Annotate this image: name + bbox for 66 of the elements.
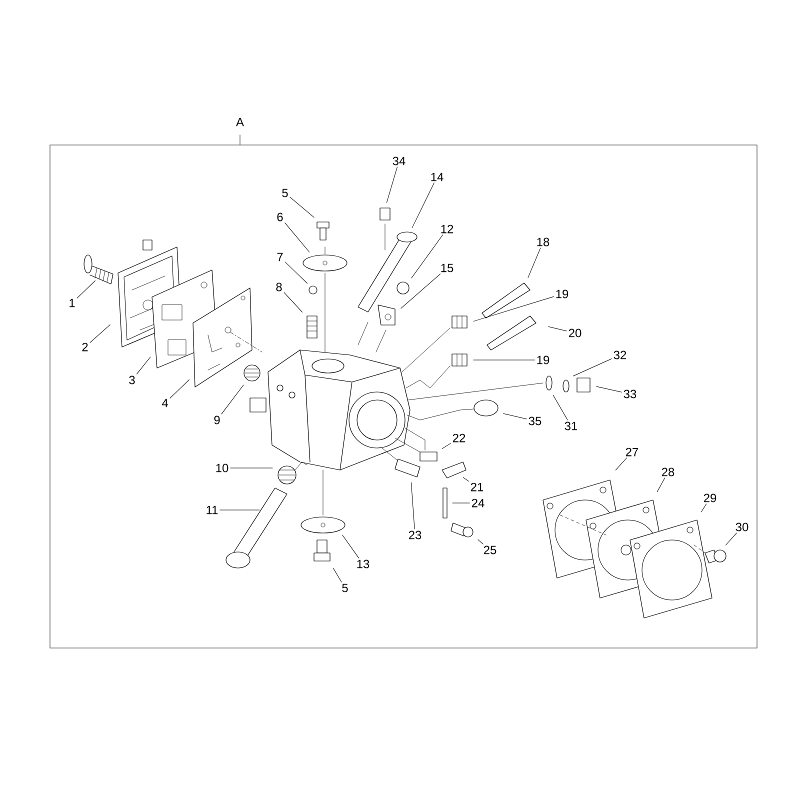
callout-number: 25 bbox=[484, 546, 496, 554]
leader-line bbox=[386, 166, 398, 203]
leader-line bbox=[342, 534, 360, 558]
leader-line bbox=[284, 222, 310, 252]
callout-number: 23 bbox=[408, 530, 422, 540]
leader-line bbox=[290, 196, 314, 218]
leader-line bbox=[478, 539, 484, 544]
callout-number: 27 bbox=[626, 448, 638, 456]
callout-number: 11 bbox=[206, 506, 218, 514]
leader-line bbox=[503, 413, 527, 420]
callout-number: 15 bbox=[441, 264, 454, 272]
callout-number: 21 bbox=[470, 482, 484, 492]
leader-line bbox=[400, 274, 441, 309]
callout-number: 12 bbox=[441, 224, 454, 234]
callout-number: 24 bbox=[472, 498, 484, 508]
callout-number: 35 bbox=[528, 416, 542, 426]
leader-line bbox=[573, 358, 612, 376]
leader-line bbox=[615, 458, 627, 470]
leader-line bbox=[284, 292, 303, 312]
leader-line bbox=[548, 326, 567, 332]
callout-number: 30 bbox=[736, 522, 748, 532]
callout-number: 2 bbox=[82, 342, 88, 352]
leader-line bbox=[410, 482, 415, 530]
leader-line bbox=[333, 568, 342, 582]
leader-line bbox=[412, 182, 434, 228]
callout-number: 33 bbox=[624, 390, 636, 398]
leader-line bbox=[656, 478, 666, 492]
leader-line bbox=[170, 379, 190, 398]
leader-line bbox=[442, 443, 451, 449]
callout-number: 34 bbox=[392, 156, 406, 166]
callout-number: 14 bbox=[431, 172, 444, 182]
callout-number: 31 bbox=[564, 422, 578, 430]
leader-line bbox=[284, 262, 308, 284]
leader-line bbox=[411, 234, 443, 278]
leader-line bbox=[452, 502, 470, 504]
callout-number: 10 bbox=[216, 464, 228, 472]
callout-number: 8 bbox=[276, 282, 282, 292]
leader-line bbox=[528, 248, 541, 278]
leader-line bbox=[552, 394, 568, 420]
leader-line bbox=[725, 532, 737, 546]
callout-number: 6 bbox=[277, 212, 283, 222]
leader-line bbox=[136, 356, 151, 374]
callout-number: 20 bbox=[568, 328, 582, 338]
leader-line bbox=[90, 324, 110, 343]
callout-number: 22 bbox=[452, 434, 466, 442]
callout-number: 19 bbox=[537, 356, 550, 364]
callout-number: 5 bbox=[282, 188, 288, 198]
callout-number: 7 bbox=[277, 252, 283, 262]
callout-number: 13 bbox=[357, 560, 370, 568]
leader-line bbox=[701, 504, 707, 512]
leader-line bbox=[462, 477, 469, 482]
leader-line bbox=[76, 280, 96, 298]
leader-line bbox=[473, 296, 554, 322]
callout-number: 5 bbox=[342, 584, 348, 592]
leader-line bbox=[596, 386, 622, 392]
callout-number: 18 bbox=[537, 238, 550, 246]
reference-letter: A bbox=[236, 118, 244, 126]
callout-number: 3 bbox=[129, 376, 135, 384]
callout-number: 9 bbox=[214, 416, 220, 424]
callout-number: 32 bbox=[614, 350, 626, 360]
callout-number: 29 bbox=[704, 494, 716, 502]
callout-number: 4 bbox=[162, 398, 168, 408]
callout-number: 19 bbox=[556, 290, 568, 298]
callout-number: 28 bbox=[662, 468, 674, 476]
callout-number: 1 bbox=[70, 298, 75, 308]
leader-line bbox=[221, 384, 244, 414]
